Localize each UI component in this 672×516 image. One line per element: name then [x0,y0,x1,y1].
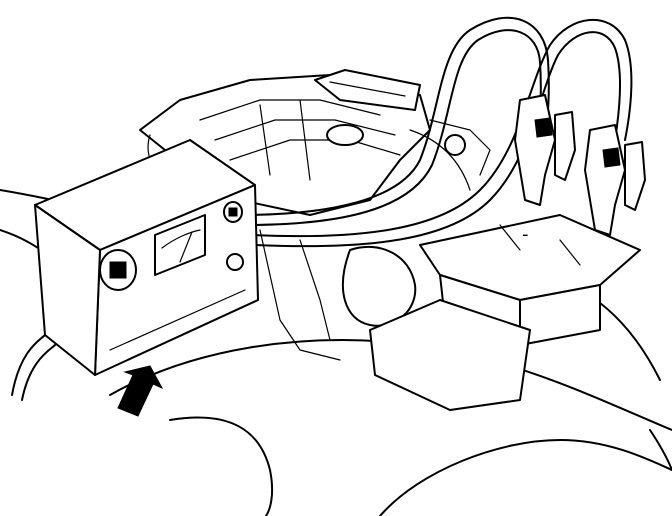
battery-cell-line-1 [499,224,521,251]
charger-side-face [34,204,101,376]
output-terminal [226,253,244,271]
negative-clamp-grip [534,117,553,138]
engine-divider-1 [259,104,271,176]
knob-icon [99,249,137,291]
front-wheel-arch [169,416,274,516]
negative-terminal-symbol: - [522,224,529,245]
positive-clamp-grip [602,147,621,168]
negative-clamp-jaw [514,94,556,206]
charger-base-line [109,289,246,351]
cable-positive-outer [249,18,633,238]
intake-pipe [429,119,491,176]
oil-filler-cap [326,124,364,146]
arrow-icon [117,365,164,417]
cable-negative-inner [244,29,542,226]
ammeter-face [154,214,206,276]
cable-positive-inner [254,31,621,248]
negative-clamp-handle [554,111,576,181]
charger-cables [239,16,633,248]
valve-cover-plate [314,69,421,111]
meter-icon [154,214,206,276]
engine-rib-1 [199,99,381,121]
selector-knob-center [228,207,238,217]
ammeter-scale [161,229,201,249]
indicator-arrow [117,365,164,417]
lower-engine-hose [259,229,341,361]
engine-rib-2 [214,119,396,141]
charger-power-cord-2 [21,344,56,401]
ammeter-needle [179,231,193,263]
charge-rate-knob-center [109,261,127,279]
positive-clamp-jaw [584,124,626,236]
battery-cell-line-2 [559,239,581,266]
engine-rib-3 [229,139,401,161]
alternator [341,245,417,327]
engine-divider-2 [299,99,311,181]
negative-clamp [514,94,576,206]
throttle-body [444,134,466,156]
battery: + - [369,152,641,411]
charger-power-cord [11,334,46,396]
right-fender-edge [649,429,672,471]
cable-negative-outer [239,16,550,216]
right-wheel-arch [379,439,672,516]
lower-engine-hose-2 [299,239,331,341]
positive-clamp-handle [624,141,646,211]
valve-cover-text-line [329,81,406,97]
battery-tray [369,299,531,411]
positive-clamp [584,124,646,236]
battery-charger [11,139,259,401]
